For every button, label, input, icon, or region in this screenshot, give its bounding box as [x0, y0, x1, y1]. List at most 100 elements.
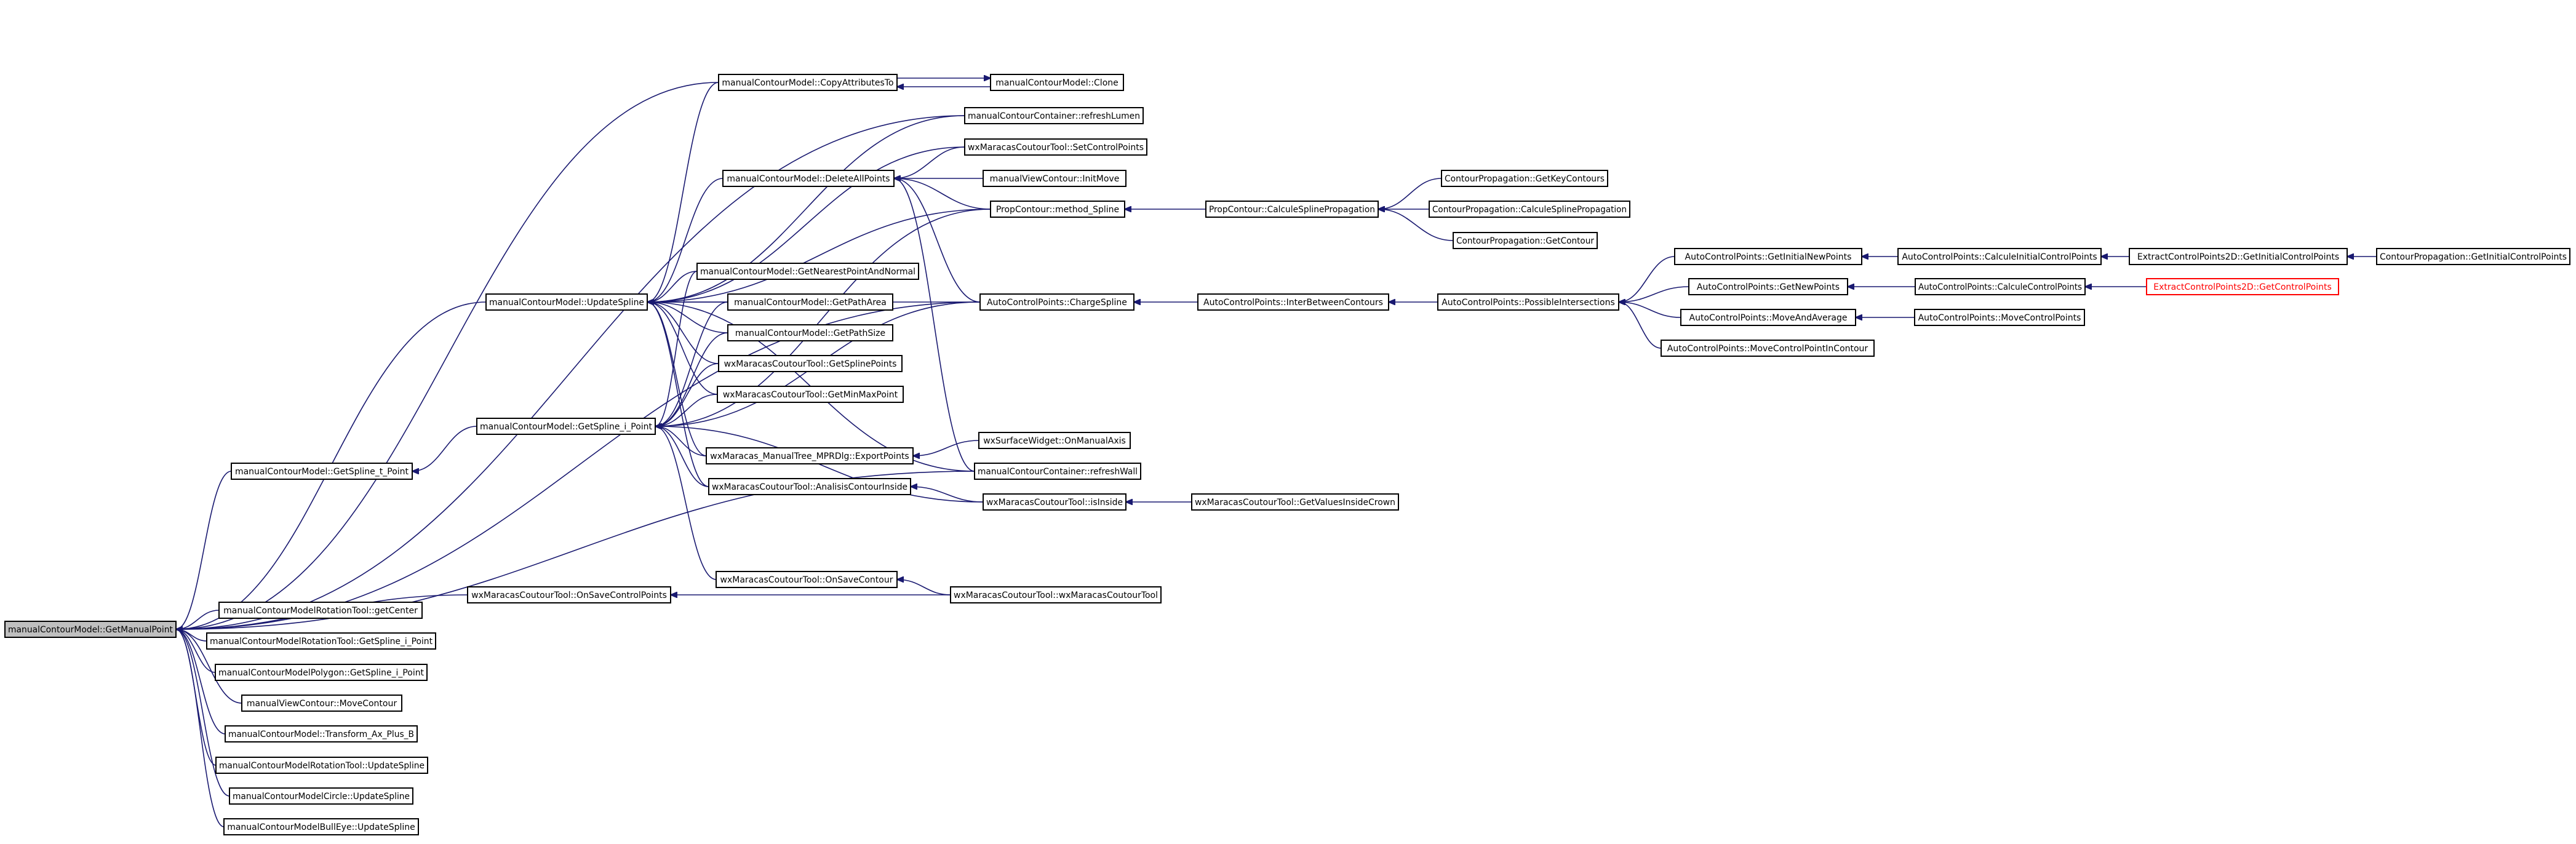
node-box: [206, 632, 436, 650]
node-isinside[interactable]: wxMaracasCoutourTool::isInside: [983, 493, 1127, 511]
node-getkeycontours[interactable]: ContourPropagation::GetKeyContours: [1441, 170, 1608, 187]
node-box: [990, 74, 1124, 91]
node-cp_getinitial[interactable]: ContourPropagation::GetInitialControlPoi…: [2376, 248, 2570, 265]
node-clone[interactable]: manualContourModel::Clone: [990, 74, 1124, 91]
node-label: wxMaracasCoutourTool::AnalisisContourIns…: [712, 482, 907, 492]
edge-refreshlumen-to-root: [176, 115, 965, 629]
node-exportpoints[interactable]: wxMaracas_ManualTree_MPRDlg::ExportPoint…: [706, 447, 914, 464]
node-getvalues[interactable]: wxMaracasCoutourTool::GetValuesInsideCro…: [1191, 493, 1399, 511]
node-box: [1437, 293, 1619, 311]
node-box: [1680, 309, 1856, 326]
node-rot_getcenter[interactable]: manualContourModelRotationTool::getCente…: [218, 602, 423, 619]
node-box: [1914, 309, 2085, 326]
node-label: manualContourModel::GetNearestPointAndNo…: [700, 267, 915, 277]
node-getminmax[interactable]: wxMaracasCoutourTool::GetMinMaxPoint: [717, 386, 904, 403]
node-calccp[interactable]: AutoControlPoints::CalculeControlPoints: [1915, 278, 2086, 295]
node-getinitialnew[interactable]: AutoControlPoints::GetInitialNewPoints: [1674, 248, 1862, 265]
node-label: manualContourModel::DeleteAllPoints: [727, 174, 890, 184]
node-initmove[interactable]: manualViewContour::InitMove: [983, 170, 1127, 187]
node-wxtool[interactable]: wxMaracasCoutourTool::wxMaracasCoutourTo…: [950, 586, 1162, 603]
node-label: manualContourModelRotationTool::UpdateSp…: [219, 761, 425, 771]
edge-getspline_t-to-root: [176, 471, 232, 629]
node-setcp[interactable]: wxMaracasCoutourTool::SetControlPoints: [964, 138, 1147, 156]
node-transform[interactable]: manualContourModel::Transform_Ax_Plus_B: [225, 725, 418, 742]
node-box: [964, 107, 1144, 124]
node-cp_calcspline[interactable]: ContourPropagation::CalculeSplinePropaga…: [1429, 201, 1630, 218]
node-box: [2129, 248, 2348, 265]
node-label: ContourPropagation::GetInitialControlPoi…: [2380, 252, 2567, 262]
node-box: [1429, 201, 1630, 218]
node-label: ContourPropagation::GetContour: [1456, 236, 1594, 246]
node-box: [1205, 201, 1379, 218]
node-getcontour[interactable]: ContourPropagation::GetContour: [1453, 232, 1598, 249]
node-box: [231, 463, 413, 480]
node-rot_updatespline[interactable]: manualContourModelRotationTool::UpdateSp…: [215, 757, 428, 774]
node-box: [225, 725, 418, 742]
node-label: ExtractControlPoints2D::GetInitialContro…: [2137, 252, 2339, 262]
node-box: [1661, 340, 1875, 357]
node-movecp[interactable]: AutoControlPoints::MoveControlPoints: [1914, 309, 2085, 326]
node-getspline_i[interactable]: manualContourModel::GetSpline_i_Point: [476, 418, 656, 435]
node-bulleye_updatespline[interactable]: manualContourModelBullEye::UpdateSpline: [223, 818, 419, 835]
node-label: manualContourContainer::refreshWall: [978, 467, 1138, 477]
node-box: [1897, 248, 2102, 265]
edge-setcp-to-deleteall: [894, 146, 965, 178]
node-analisis[interactable]: wxMaracasCoutourTool::AnalisisContourIns…: [708, 478, 911, 495]
node-onsavecontour[interactable]: wxMaracasCoutourTool::OnSaveContour: [716, 571, 898, 588]
node-ecp_getinitial[interactable]: ExtractControlPoints2D::GetInitialContro…: [2129, 248, 2348, 265]
node-box: [218, 602, 423, 619]
node-rot_getspline_i[interactable]: manualContourModelRotationTool::GetSplin…: [206, 632, 436, 650]
node-label: manualContourModel::GetSpline_t_Point: [235, 467, 409, 477]
node-pathsize[interactable]: manualContourModel::GetPathSize: [727, 324, 893, 341]
edge-analisis-to-getspline_i: [655, 426, 709, 487]
node-getsplinepts[interactable]: wxMaracasCoutourTool::GetSplinePoints: [718, 355, 903, 372]
node-updatespline[interactable]: manualContourModel::UpdateSpline: [485, 293, 648, 311]
edge-onsavecontour-to-getspline_i: [655, 426, 717, 580]
edge-methodspline-to-updatespline: [647, 209, 991, 302]
edge-moveavg-to-possible: [1619, 302, 1681, 318]
node-box: [4, 621, 177, 638]
edge-transform-to-root: [176, 629, 226, 735]
edge-getcontour-to-calculespline: [1378, 209, 1454, 241]
node-label: ExtractControlPoints2D::GetControlPoints: [2153, 282, 2332, 292]
node-box: [1191, 493, 1399, 511]
node-refreshlumen[interactable]: manualContourContainer::refreshLumen: [964, 107, 1144, 124]
node-label: wxMaracasCoutourTool::isInside: [986, 498, 1123, 508]
node-getnewpoints[interactable]: AutoControlPoints::GetNewPoints: [1688, 278, 1848, 295]
node-box: [716, 571, 898, 588]
node-box: [990, 201, 1125, 218]
node-calculespline[interactable]: PropContour::CalculeSplinePropagation: [1205, 201, 1379, 218]
edge-patharea-to-getspline_i: [655, 301, 728, 426]
node-calcinitial[interactable]: AutoControlPoints::CalculeInitialControl…: [1897, 248, 2102, 265]
node-poly_getspline_i[interactable]: manualContourModelPolygon::GetSpline_i_P…: [215, 664, 428, 681]
node-movecontour[interactable]: manualViewContour::MoveContour: [241, 695, 402, 712]
node-getspline_t[interactable]: manualContourModel::GetSpline_t_Point: [231, 463, 413, 480]
node-onsavecp[interactable]: wxMaracasCoutourTool::OnSaveControlPoint…: [467, 586, 671, 603]
node-label: wxMaracas_ManualTree_MPRDlg::ExportPoint…: [710, 452, 909, 461]
node-chargespline[interactable]: AutoControlPoints::ChargeSpline: [979, 293, 1134, 311]
node-refreshwall[interactable]: manualContourContainer::refreshWall: [974, 463, 1141, 480]
node-interbetween[interactable]: AutoControlPoints::InterBetweenContours: [1197, 293, 1389, 311]
edge-methodspline-to-deleteall: [894, 178, 991, 210]
edge-movecpin-to-possible: [1619, 302, 1662, 349]
node-deleteall[interactable]: manualContourModel::DeleteAllPoints: [722, 170, 895, 187]
node-possible[interactable]: AutoControlPoints::PossibleIntersections: [1437, 293, 1619, 311]
node-patharea[interactable]: manualContourModel::GetPathArea: [727, 293, 893, 311]
node-onmanualaxis[interactable]: wxSurfaceWidget::OnManualAxis: [978, 432, 1131, 449]
node-copyattr[interactable]: manualContourModel::CopyAttributesTo: [718, 74, 898, 91]
node-moveavg[interactable]: AutoControlPoints::MoveAndAverage: [1680, 309, 1856, 326]
node-methodspline[interactable]: PropContour::method_Spline: [990, 201, 1125, 218]
edge-exportpoints-to-getspline_i: [655, 426, 707, 456]
node-ecp_getcp[interactable]: ExtractControlPoints2D::GetControlPoints: [2146, 278, 2339, 295]
node-label: manualContourModelRotationTool::getCente…: [223, 606, 418, 616]
node-nearest[interactable]: manualContourModel::GetNearestPointAndNo…: [696, 263, 919, 280]
node-box: [467, 586, 671, 603]
node-root[interactable]: manualContourModel::GetManualPoint: [4, 621, 177, 638]
node-movecpin[interactable]: AutoControlPoints::MoveControlPointInCon…: [1661, 340, 1875, 357]
node-label: manualContourModel::UpdateSpline: [489, 298, 644, 308]
node-circle_updatespline[interactable]: manualContourModelCircle::UpdateSpline: [229, 787, 413, 805]
edge-isinside-to-analisis: [911, 487, 984, 503]
edge-chargespline-to-deleteall: [894, 178, 981, 303]
edge-getinitialnew-to-possible: [1619, 256, 1675, 302]
node-label: wxMaracasCoutourTool::OnSaveContour: [720, 575, 893, 585]
